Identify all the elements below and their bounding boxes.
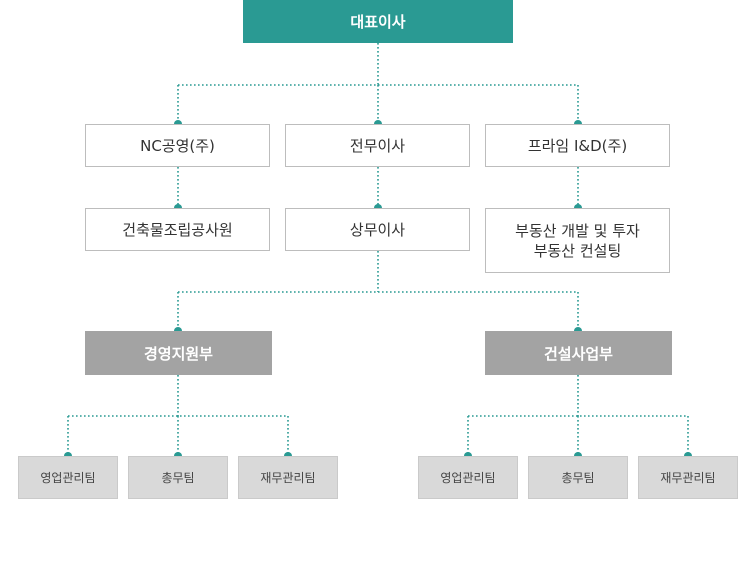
ceo-box: 대표이사 bbox=[243, 0, 513, 43]
team-label: 재무관리팀 bbox=[260, 471, 316, 485]
executive-director-box: 전무이사 bbox=[285, 124, 470, 167]
building-assembly-box: 건축물조립공사원 bbox=[85, 208, 270, 251]
right-finance-team: 재무관리팀 bbox=[638, 456, 738, 499]
prime-id-box: 프라임 I&D(주) bbox=[485, 124, 670, 167]
right-sales-team: 영업관리팀 bbox=[418, 456, 518, 499]
team-label: 영업관리팀 bbox=[40, 471, 96, 485]
left-general-affairs-team: 총무팀 bbox=[128, 456, 228, 499]
construction-division: 건설사업부 bbox=[485, 331, 672, 375]
ceo-label: 대표이사 bbox=[350, 13, 406, 31]
managing-director-label: 상무이사 bbox=[349, 221, 406, 239]
construction-label: 건설사업부 bbox=[543, 344, 613, 363]
management-support-label: 경영지원부 bbox=[143, 344, 213, 363]
executive-director-label: 전무이사 bbox=[349, 137, 406, 155]
team-label: 총무팀 bbox=[561, 471, 595, 485]
real-estate-line1: 부동산 개발 및 투자 bbox=[515, 221, 640, 240]
team-label: 영업관리팀 bbox=[440, 471, 496, 485]
real-estate-box: 부동산 개발 및 투자 부동산 컨설팅 bbox=[485, 208, 670, 273]
real-estate-line2: 부동산 컨설팅 bbox=[533, 241, 622, 260]
prime-id-label: 프라임 I&D(주) bbox=[527, 137, 628, 155]
nc-company-label: NC공영(주) bbox=[140, 137, 215, 155]
team-label: 총무팀 bbox=[161, 471, 195, 485]
left-sales-team: 영업관리팀 bbox=[18, 456, 118, 499]
nc-company-box: NC공영(주) bbox=[85, 124, 270, 167]
left-finance-team: 재무관리팀 bbox=[238, 456, 338, 499]
managing-director-box: 상무이사 bbox=[285, 208, 470, 251]
management-support-division: 경영지원부 bbox=[85, 331, 272, 375]
building-assembly-label: 건축물조립공사원 bbox=[122, 221, 233, 239]
right-general-affairs-team: 총무팀 bbox=[528, 456, 628, 499]
team-label: 재무관리팀 bbox=[660, 471, 716, 485]
